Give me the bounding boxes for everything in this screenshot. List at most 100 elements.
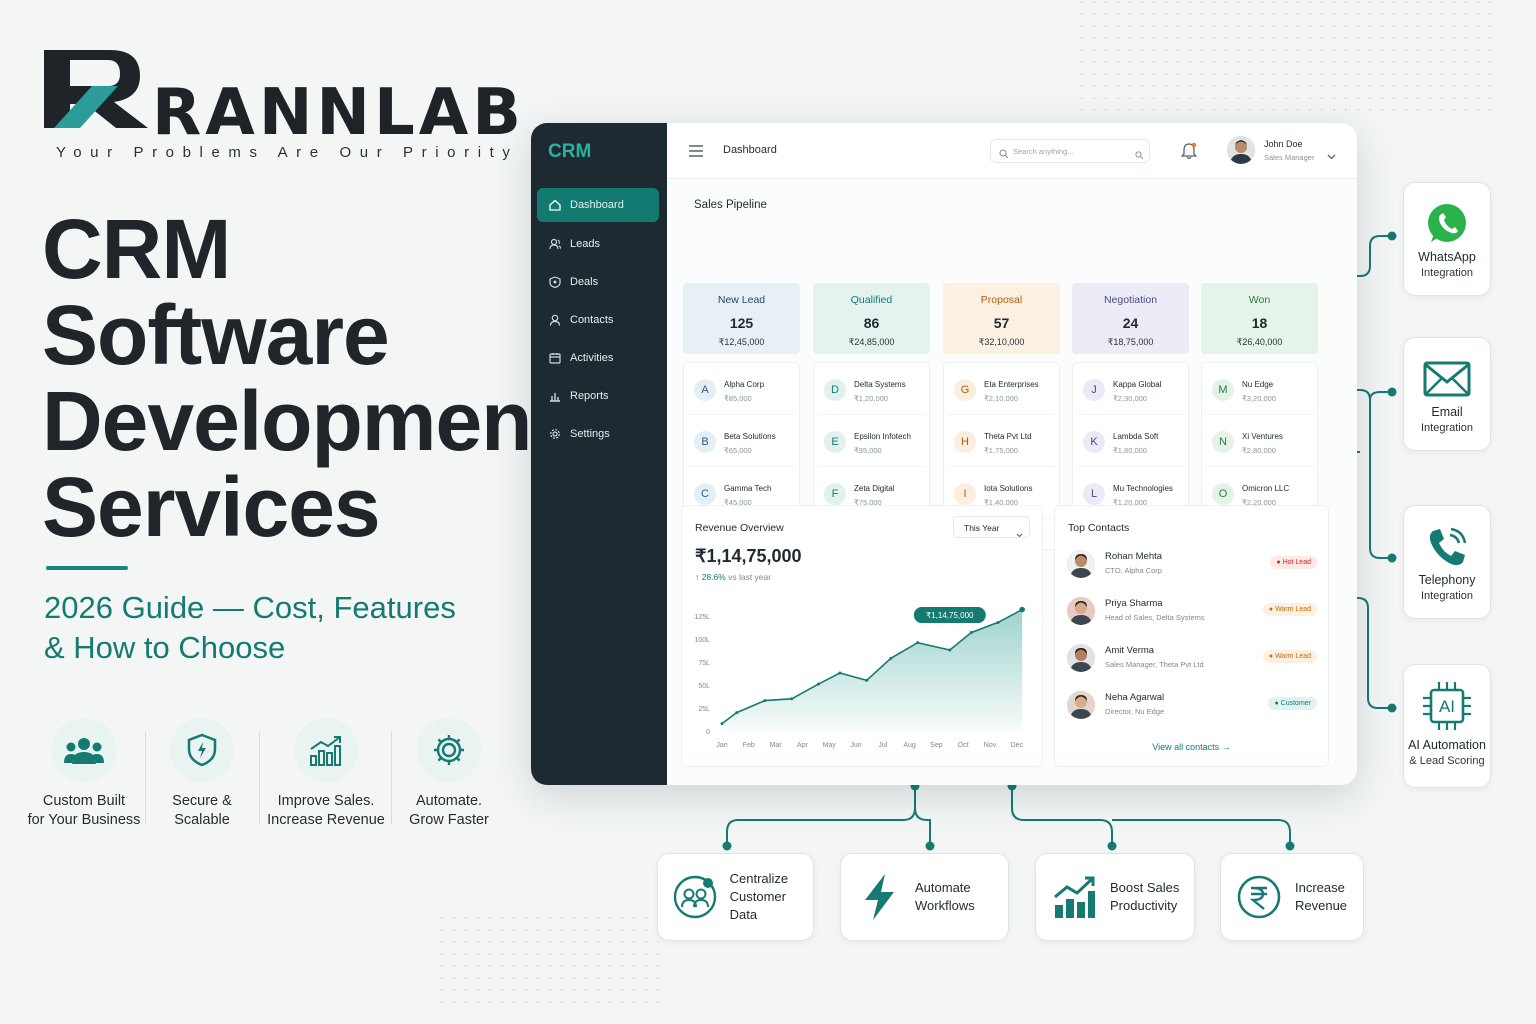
avatar xyxy=(1067,691,1095,719)
avatar[interactable] xyxy=(1227,136,1255,164)
benefit-line: Centralize xyxy=(729,871,789,886)
badge-label: Hot Lead xyxy=(1282,559,1311,566)
hero-title-line: Software xyxy=(42,288,390,382)
y-tick-label: 50L xyxy=(698,683,710,690)
contact-role: Director, Nu Edge xyxy=(1105,707,1165,716)
stage-count: 24 xyxy=(1122,315,1139,331)
feature-line: Improve Sales. xyxy=(277,793,375,809)
sidebar-item-dashboard[interactable]: Dashboard xyxy=(537,188,659,222)
calendar-icon xyxy=(549,352,561,364)
stage-count: 18 xyxy=(1251,315,1268,331)
hero-subtitle: 2026 Guide — Cost, Features & How to Cho… xyxy=(44,588,514,668)
crm-sidebar: CRM Dashboard Leads Deals Contacts Activ… xyxy=(531,123,667,785)
data-point xyxy=(735,711,739,715)
period-select-value: This Year xyxy=(964,523,1000,533)
sidebar-item-reports[interactable]: Reports xyxy=(537,379,659,413)
revenue-area xyxy=(722,609,1023,731)
y-tick-label: 125L xyxy=(694,614,710,621)
y-tick-label: 25L xyxy=(698,706,710,713)
hero-subtitle-line: & How to Choose xyxy=(44,630,286,665)
integration-card-ai[interactable]: AI AI Automation & Lead Scoring xyxy=(1403,664,1491,788)
notification-bell-icon[interactable] xyxy=(1180,142,1198,165)
deal-name: Xi Ventures xyxy=(1242,432,1283,441)
sidebar-item-label: Activities xyxy=(570,352,614,364)
deal-avatar: K xyxy=(1083,431,1105,453)
stage-count: 86 xyxy=(863,315,880,331)
benefit-line: Workflows xyxy=(915,898,975,913)
stage-name: Won xyxy=(1248,294,1271,306)
period-select[interactable]: This Year xyxy=(953,516,1030,538)
svg-text:AI: AI xyxy=(1439,697,1455,716)
stage-amount: ₹18,75,000 xyxy=(1107,337,1154,347)
chevron-down-icon xyxy=(1016,525,1023,543)
benefit-line: Productivity xyxy=(1110,898,1178,913)
deal-value: ₹1,20,000 xyxy=(1113,498,1147,507)
sidebar-item-activities[interactable]: Activities xyxy=(537,341,659,375)
data-point xyxy=(969,631,973,635)
data-point xyxy=(720,722,724,726)
stage-count: 125 xyxy=(729,315,754,331)
lightning-icon xyxy=(853,871,905,923)
badge-dot-icon: ● xyxy=(1274,700,1281,707)
integration-card-telephony[interactable]: Telephony Integration xyxy=(1403,505,1491,619)
status-badge: ● Warm Lead xyxy=(1262,650,1317,663)
benefit-card-boost-productivity[interactable]: Boost Sales Productivity xyxy=(1035,853,1195,941)
deal-avatar: F xyxy=(824,483,846,505)
revenue-tooltip-label: ₹1,14,75,000 xyxy=(926,611,974,620)
chevron-down-icon[interactable] xyxy=(1327,147,1336,165)
revenue-overview-panel: Revenue Overview This Year ₹1,14,75,000 … xyxy=(681,505,1043,767)
integration-card-email[interactable]: Email Integration xyxy=(1403,337,1491,451)
benefit-card-increase-revenue[interactable]: Increase Revenue xyxy=(1220,853,1364,941)
feature-divider xyxy=(259,732,260,824)
contact-name: Amit Verma xyxy=(1105,645,1155,656)
deal-avatar: H xyxy=(954,431,976,453)
x-tick-label: Oct xyxy=(958,742,969,749)
revenue-total: ₹1,14,75,000 xyxy=(695,546,802,566)
integration-card-whatsapp[interactable]: WhatsApp Integration xyxy=(1403,182,1491,296)
benefit-card-centralize-data[interactable]: Centralize Customer Data xyxy=(657,853,814,941)
sidebar-item-leads[interactable]: Leads xyxy=(537,227,659,261)
deal-name: Epsilon Infotech xyxy=(854,432,911,441)
sidebar-item-settings[interactable]: Settings xyxy=(537,417,659,451)
benefit-card-automate-workflows[interactable]: Automate Workflows xyxy=(840,853,1009,941)
hero-subtitle-line: 2026 Guide — Cost, Features xyxy=(44,590,456,625)
search-input[interactable]: Search anything... xyxy=(990,139,1150,163)
deal-value: ₹2,10,000 xyxy=(984,394,1018,403)
sidebar-item-deals[interactable]: Deals xyxy=(537,265,659,299)
deal-avatar: C xyxy=(694,483,716,505)
deal-value: ₹2,30,000 xyxy=(1113,394,1147,403)
feature-line: Scalable xyxy=(174,812,230,828)
feature-line: Automate. xyxy=(415,793,483,809)
sidebar-item-contacts[interactable]: Contacts xyxy=(537,303,659,337)
data-point xyxy=(1019,606,1025,613)
contact-role: CTO, Alpha Corp xyxy=(1105,566,1162,575)
view-all-contacts-link[interactable]: View all contacts → xyxy=(1055,742,1328,752)
deal-avatar: D xyxy=(824,379,846,401)
hamburger-menu-icon[interactable] xyxy=(689,144,703,162)
sidebar-item-label: Deals xyxy=(570,276,599,288)
deal-avatar: L xyxy=(1083,483,1105,505)
feature-custom-built: Custom Built for Your Business xyxy=(24,718,144,830)
feature-secure: Secure & Scalable xyxy=(152,718,252,830)
data-point xyxy=(838,671,842,675)
data-point xyxy=(790,697,794,701)
